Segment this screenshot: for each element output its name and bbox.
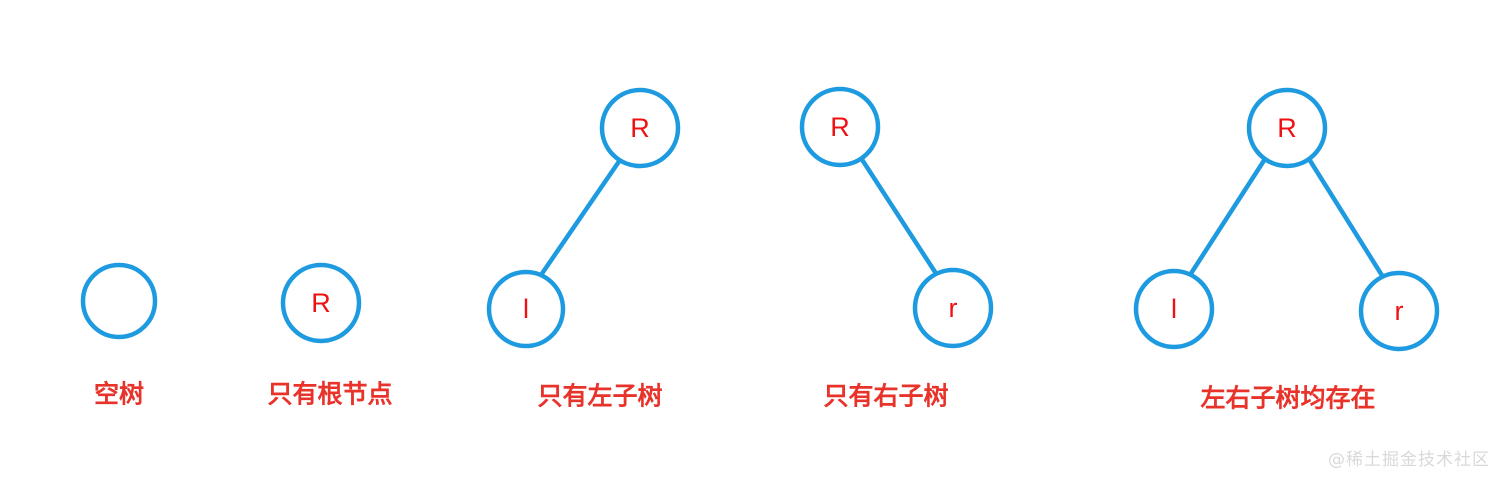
caption-right-only: 只有右子树 [823,382,948,411]
diagram-root-only: R 只有根节点 [267,262,393,409]
diagram-both-subtrees: R l r 左右子树均存在 [1133,87,1440,413]
node-empty [80,262,158,340]
edge-root-to-left [538,157,623,278]
edge-root-to-right [1306,156,1386,280]
node-label-left-child: l [1171,294,1177,324]
diagram-left-subtree-only: R l 只有左子树 [486,87,681,411]
node-label-right-child: r [1395,296,1404,326]
node-root [799,86,881,168]
node-left-child [486,269,566,349]
caption-left-only: 只有左子树 [537,382,662,411]
node-label-left-child: l [523,294,529,324]
caption-both-subtrees: 左右子树均存在 [1200,384,1375,413]
node-left-child [1133,268,1215,350]
node-root [280,262,362,344]
watermark: @稀土掘金技术社区 [1328,450,1490,470]
caption-empty-tree: 空树 [94,380,144,409]
edge-root-to-right [858,155,940,278]
node-label-right-child: r [949,293,958,323]
node-label-root: R [311,288,331,318]
diagram-right-subtree-only: R r 只有右子树 [799,86,994,411]
node-root [1246,87,1328,169]
diagram-empty-tree: 空树 [80,262,158,409]
edge-root-to-left [1187,156,1268,278]
node-root [599,87,681,169]
node-label-root: R [830,112,850,142]
caption-root-only: 只有根节点 [267,380,392,409]
node-label-root: R [630,113,650,143]
node-right-child [912,267,994,349]
node-label-root: R [1277,113,1297,143]
node-right-child [1358,270,1440,352]
